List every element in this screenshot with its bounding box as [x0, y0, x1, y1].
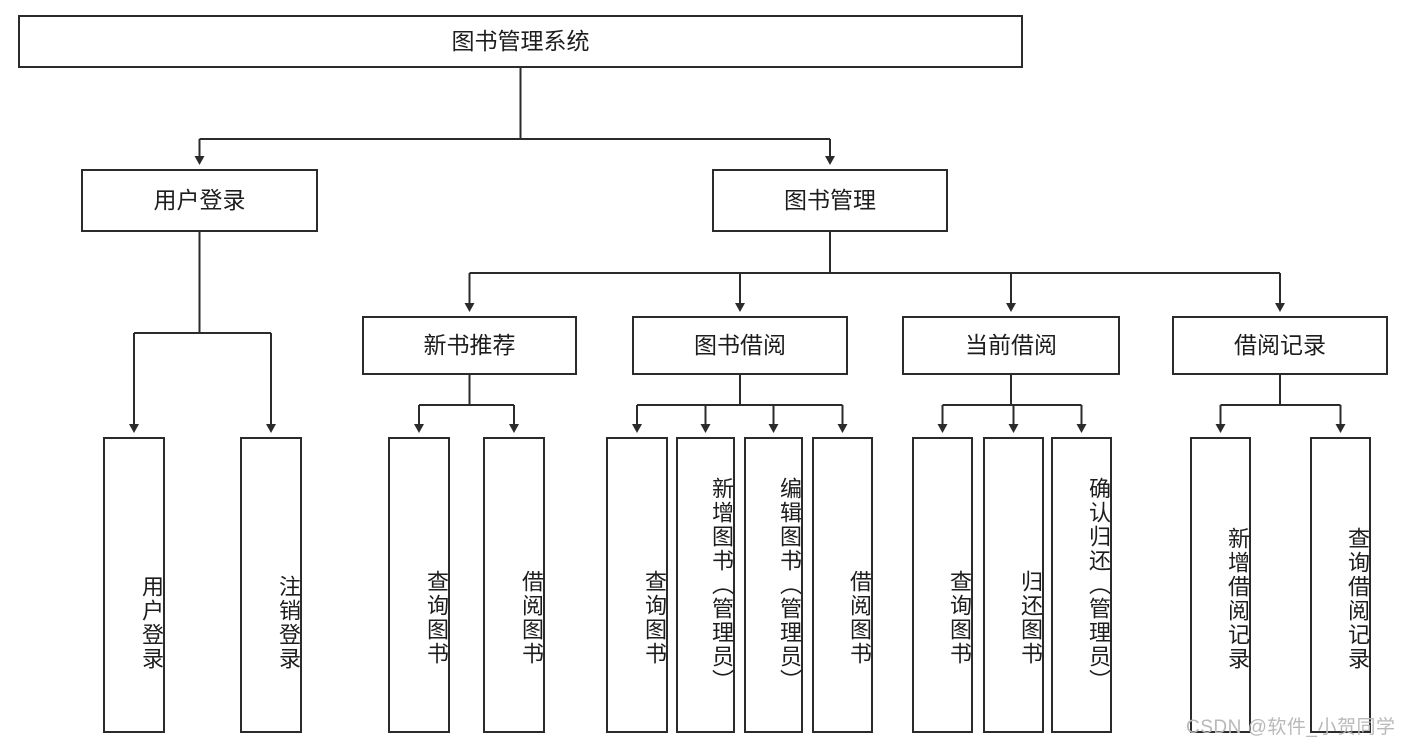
node-book-manage[interactable]: 图书管理 — [712, 169, 948, 232]
node-leaf-query-book-1-label: 查询图书 — [424, 570, 449, 666]
node-leaf-user-login-label: 用户登录 — [139, 575, 164, 671]
node-leaf-borrow-book-2-label: 借阅图书 — [847, 570, 872, 666]
node-current-borrow-label: 当前借阅 — [965, 331, 1057, 358]
node-leaf-query-record-label: 查询借阅记录 — [1345, 527, 1370, 671]
node-user-login[interactable]: 用户登录 — [81, 169, 318, 232]
node-leaf-add-record-label: 新增借阅记录 — [1225, 527, 1250, 671]
node-root[interactable]: 图书管理系统 — [18, 15, 1023, 68]
node-leaf-add-book-label: 新增图书（管理员） — [709, 477, 734, 693]
node-book-manage-label: 图书管理 — [784, 186, 876, 213]
csdn-watermark: CSDN @软件_小贺同学 — [1186, 717, 1396, 738]
node-new-book-rec[interactable]: 新书推荐 — [362, 316, 577, 375]
node-leaf-add-book[interactable]: 新增图书（管理员） — [676, 437, 735, 733]
node-leaf-confirm-return[interactable]: 确认归还（管理员） — [1051, 437, 1112, 733]
node-leaf-query-book-3-label: 查询图书 — [947, 570, 972, 666]
node-leaf-query-book-1[interactable]: 查询图书 — [388, 437, 450, 733]
node-book-borrow-label: 图书借阅 — [694, 331, 786, 358]
node-leaf-edit-book-label: 编辑图书（管理员） — [777, 477, 802, 693]
node-leaf-user-login[interactable]: 用户登录 — [103, 437, 165, 733]
node-leaf-logout-label: 注销登录 — [276, 575, 301, 671]
node-leaf-borrow-book-2[interactable]: 借阅图书 — [812, 437, 873, 733]
node-leaf-query-book-2[interactable]: 查询图书 — [606, 437, 668, 733]
node-leaf-borrow-book-1[interactable]: 借阅图书 — [483, 437, 545, 733]
node-new-book-rec-label: 新书推荐 — [423, 331, 516, 358]
node-leaf-return-book-label: 归还图书 — [1018, 570, 1043, 666]
node-leaf-add-record[interactable]: 新增借阅记录 — [1190, 437, 1251, 733]
node-borrow-record-label: 借阅记录 — [1234, 331, 1326, 358]
node-borrow-record[interactable]: 借阅记录 — [1172, 316, 1388, 375]
node-leaf-return-book[interactable]: 归还图书 — [983, 437, 1044, 733]
node-current-borrow[interactable]: 当前借阅 — [902, 316, 1120, 375]
node-leaf-query-book-2-label: 查询图书 — [642, 570, 667, 666]
node-leaf-borrow-book-1-label: 借阅图书 — [519, 570, 544, 666]
node-leaf-logout[interactable]: 注销登录 — [240, 437, 302, 733]
node-leaf-edit-book[interactable]: 编辑图书（管理员） — [744, 437, 803, 733]
node-book-borrow[interactable]: 图书借阅 — [632, 316, 848, 375]
node-root-label: 图书管理系统 — [451, 27, 590, 54]
node-user-login-label: 用户登录 — [153, 186, 246, 213]
node-leaf-query-record[interactable]: 查询借阅记录 — [1310, 437, 1371, 733]
node-leaf-confirm-return-label: 确认归还（管理员） — [1086, 477, 1111, 693]
node-leaf-query-book-3[interactable]: 查询图书 — [912, 437, 973, 733]
